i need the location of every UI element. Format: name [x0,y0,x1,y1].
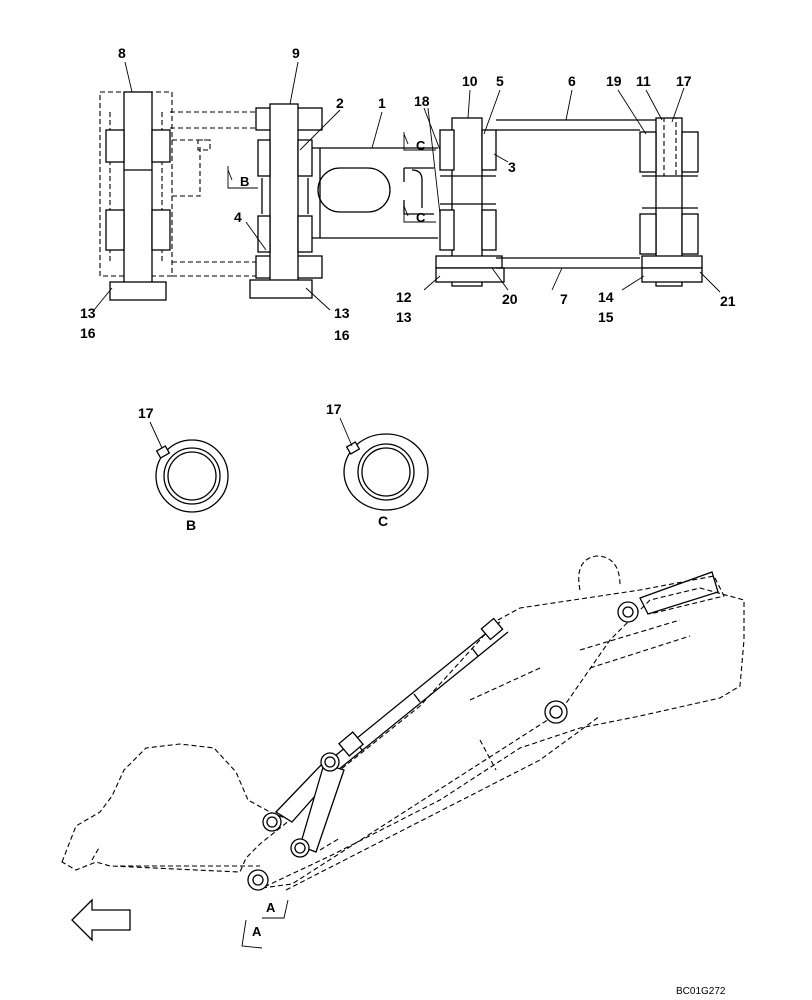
callout-3: 3 [508,159,516,175]
callout-21: 21 [720,293,736,309]
callout-17: 17 [138,405,154,421]
pin-assembly-top-view: B C C [80,45,736,343]
callout-13: 13 [334,305,350,321]
excavator-arm-side-view: A A [61,555,745,949]
bolt-9 [249,103,323,299]
section-label: B [240,174,249,189]
callout-11: 11 [636,73,651,89]
leader-lines [93,61,721,311]
pins [247,601,639,891]
arm [261,587,745,889]
callout-15: 15 [598,309,614,325]
callout-7: 7 [560,291,568,307]
callout-5: 5 [496,73,504,89]
detail-view-b: 17 B [138,405,229,533]
callout-6: 6 [568,73,576,89]
bolt-8 [105,91,171,301]
rods-6-7 [496,119,656,269]
direction-arrow-icon [71,898,131,942]
bolt-10 [435,117,505,287]
section-label: A [266,900,276,915]
callout-20: 20 [502,291,518,307]
bolt-11 [639,117,703,287]
section-label: A [252,924,262,939]
callout-18: 18 [414,93,430,109]
callout-4: 4 [234,209,242,225]
callout-12: 12 [396,289,412,305]
callout-2: 2 [336,95,344,111]
callout-9: 9 [292,45,300,61]
drawing-code: BC01G272 [676,986,726,997]
callout-1: 1 [378,95,386,111]
section-marker-a: A A [241,899,289,949]
link-1 [312,147,438,239]
section-marker-c-lower: C [403,204,436,225]
callout-17: 17 [326,401,342,417]
callout-16: 16 [334,327,350,343]
callout-10: 10 [462,73,478,89]
callout-14: 14 [598,289,614,305]
callout-8: 8 [118,45,126,61]
callout-13: 13 [396,309,412,325]
section-marker-b: B [227,166,258,189]
linkage [274,763,345,853]
detail-view-label: C [378,513,388,529]
section-label: C [416,138,426,153]
detail-view-label: B [186,517,196,533]
callout-13: 13 [80,305,96,321]
callout-16: 16 [80,325,96,341]
detail-view-c: 17 C [326,401,429,529]
boom-head [578,555,621,591]
callout-labels: 8 9 2 1 18 10 5 6 19 11 17 3 4 13 16 13 … [80,45,736,343]
section-marker-c-upper: C [403,132,436,153]
section-label: C [416,210,426,225]
bucket-cylinder [329,617,509,771]
callout-17: 17 [676,73,692,89]
callout-19: 19 [606,73,622,89]
